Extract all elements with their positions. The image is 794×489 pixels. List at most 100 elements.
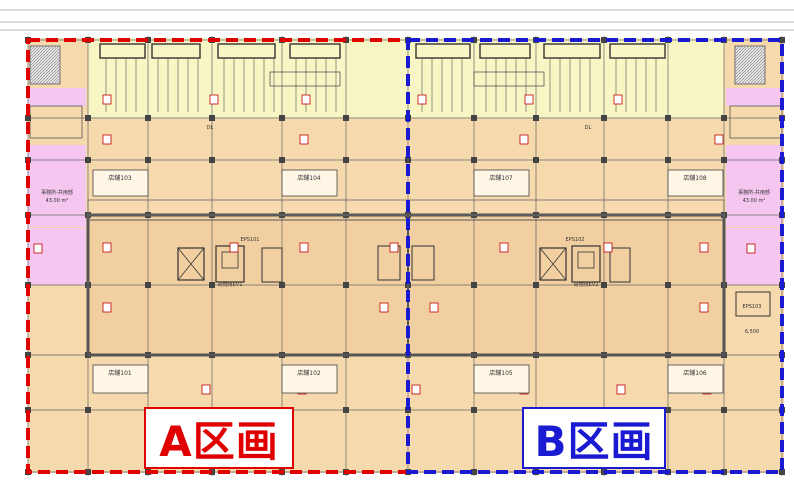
column xyxy=(85,469,91,475)
column xyxy=(533,115,539,121)
shop-101: 店舗101 xyxy=(92,364,149,394)
column xyxy=(779,37,785,43)
storage-bay-rack xyxy=(543,43,601,59)
shop-106: 店舗106 xyxy=(667,364,724,394)
storage-bay-rack xyxy=(609,43,666,59)
storage-bay-rack xyxy=(151,43,201,59)
column xyxy=(601,157,607,163)
column xyxy=(85,115,91,121)
zone-b-label: B区画 xyxy=(522,407,666,469)
column xyxy=(145,115,151,121)
equipment-tag xyxy=(746,243,756,254)
ev1-label: 荷物用EV1 xyxy=(218,281,243,288)
column xyxy=(343,282,349,288)
column xyxy=(665,115,671,121)
equipment-tag xyxy=(519,134,529,145)
storage-bay-rack xyxy=(479,43,531,59)
storage-label-box xyxy=(269,71,341,87)
equipment-tag xyxy=(524,94,534,105)
eps-103-label: EPS103 xyxy=(743,304,762,310)
equipment-tag xyxy=(299,134,309,145)
shop-106-label: 店舗106 xyxy=(683,369,707,377)
equipment-tag xyxy=(699,302,709,313)
equipment-tag xyxy=(429,302,439,313)
shop-105-label: 店舗105 xyxy=(489,369,513,377)
equipment-tag xyxy=(699,242,709,253)
equipment-tag xyxy=(102,302,112,313)
office-area-left xyxy=(28,88,86,285)
equipment-tag xyxy=(714,134,724,145)
column xyxy=(533,282,539,288)
shop-105: 店舗105 xyxy=(473,364,530,394)
column xyxy=(665,407,671,413)
column xyxy=(145,282,151,288)
storage-bay-rack xyxy=(415,43,471,59)
column xyxy=(779,469,785,475)
office-right-area: 43.00 m² xyxy=(743,198,766,204)
column xyxy=(209,115,215,121)
equipment-tag xyxy=(201,384,211,395)
equipment-tag xyxy=(102,242,112,253)
dimension-label: 6,500 xyxy=(745,329,759,335)
equipment-tag xyxy=(613,94,623,105)
column xyxy=(665,282,671,288)
column xyxy=(601,282,607,288)
column xyxy=(471,407,477,413)
column xyxy=(343,407,349,413)
column xyxy=(601,115,607,121)
column xyxy=(721,407,727,413)
equipment-tag xyxy=(209,94,219,105)
equipment-tag xyxy=(299,242,309,253)
shop-108: 店舗108 xyxy=(667,169,724,197)
dimension-strip xyxy=(0,9,794,31)
equipment-tag xyxy=(417,94,427,105)
column xyxy=(471,282,477,288)
zone-b-outline xyxy=(406,38,784,474)
column xyxy=(471,157,477,163)
storage-label-box xyxy=(473,71,545,87)
equipment-rooms xyxy=(261,245,771,317)
stair-right xyxy=(729,45,783,139)
dl-label-2: DL xyxy=(585,125,592,131)
shop-102-label: 店舗102 xyxy=(297,369,321,377)
storage-bay-rack xyxy=(289,43,341,59)
column xyxy=(279,115,285,121)
equipment-tag xyxy=(603,242,613,253)
equipment-tag xyxy=(102,94,112,105)
equipment-tag xyxy=(411,384,421,395)
equipment-tag xyxy=(301,94,311,105)
column xyxy=(85,157,91,163)
zone-a-label: A区画 xyxy=(144,407,294,469)
shop-107-label: 店舗107 xyxy=(489,174,513,182)
column xyxy=(721,115,727,121)
office-left-area: 43.00 m² xyxy=(46,198,69,204)
office-right-label: 事務所-共用部 xyxy=(738,189,770,196)
column xyxy=(665,157,671,163)
eps-101-label: EPS101 xyxy=(241,237,260,243)
storage-bay-rack xyxy=(217,43,276,59)
storage-bays xyxy=(99,43,666,112)
equipment-tag xyxy=(499,242,509,253)
shop-103: 店舗103 xyxy=(92,169,149,197)
equipment-tag xyxy=(379,302,389,313)
shop-108-label: 店舗108 xyxy=(683,174,707,182)
column xyxy=(145,157,151,163)
office-left-label: 事務所-共用部 xyxy=(41,189,73,196)
stair-left xyxy=(29,45,83,139)
column xyxy=(209,282,215,288)
column xyxy=(471,115,477,121)
column xyxy=(721,157,727,163)
shop-107: 店舗107 xyxy=(473,169,530,197)
column xyxy=(405,157,411,163)
column xyxy=(343,157,349,163)
ev2-label: 荷物用EV2 xyxy=(574,281,599,288)
freight-elevator-2 xyxy=(539,245,601,283)
column xyxy=(279,282,285,288)
equipment-tag xyxy=(389,242,399,253)
shop-104-label: 店舗104 xyxy=(297,174,321,182)
column xyxy=(25,115,31,121)
shop-101-label: 店舗101 xyxy=(108,369,132,377)
eps-102-label: EPS102 xyxy=(566,237,585,243)
